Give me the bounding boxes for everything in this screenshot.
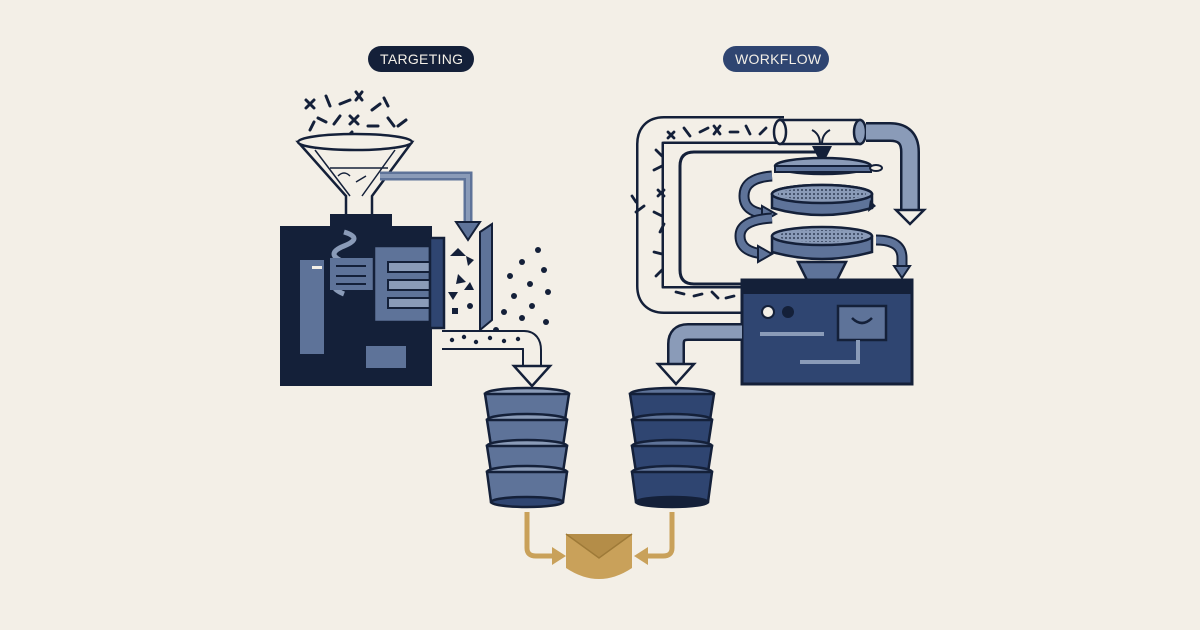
dot-stream: [493, 247, 551, 339]
targeting-label: TARGETING: [368, 46, 474, 72]
left-stacked-cups-icon: [483, 386, 571, 509]
ground-particles: [448, 248, 474, 314]
conveyor-symbols: [630, 124, 768, 300]
sieve-stack-machine-icon: [630, 116, 928, 386]
right-stacked-cups-icon: [628, 386, 716, 509]
workflow-label: WORKFLOW: [723, 46, 829, 72]
output-envelope-icon: [524, 512, 675, 579]
funnel-grinder-machine-icon: [280, 90, 493, 386]
